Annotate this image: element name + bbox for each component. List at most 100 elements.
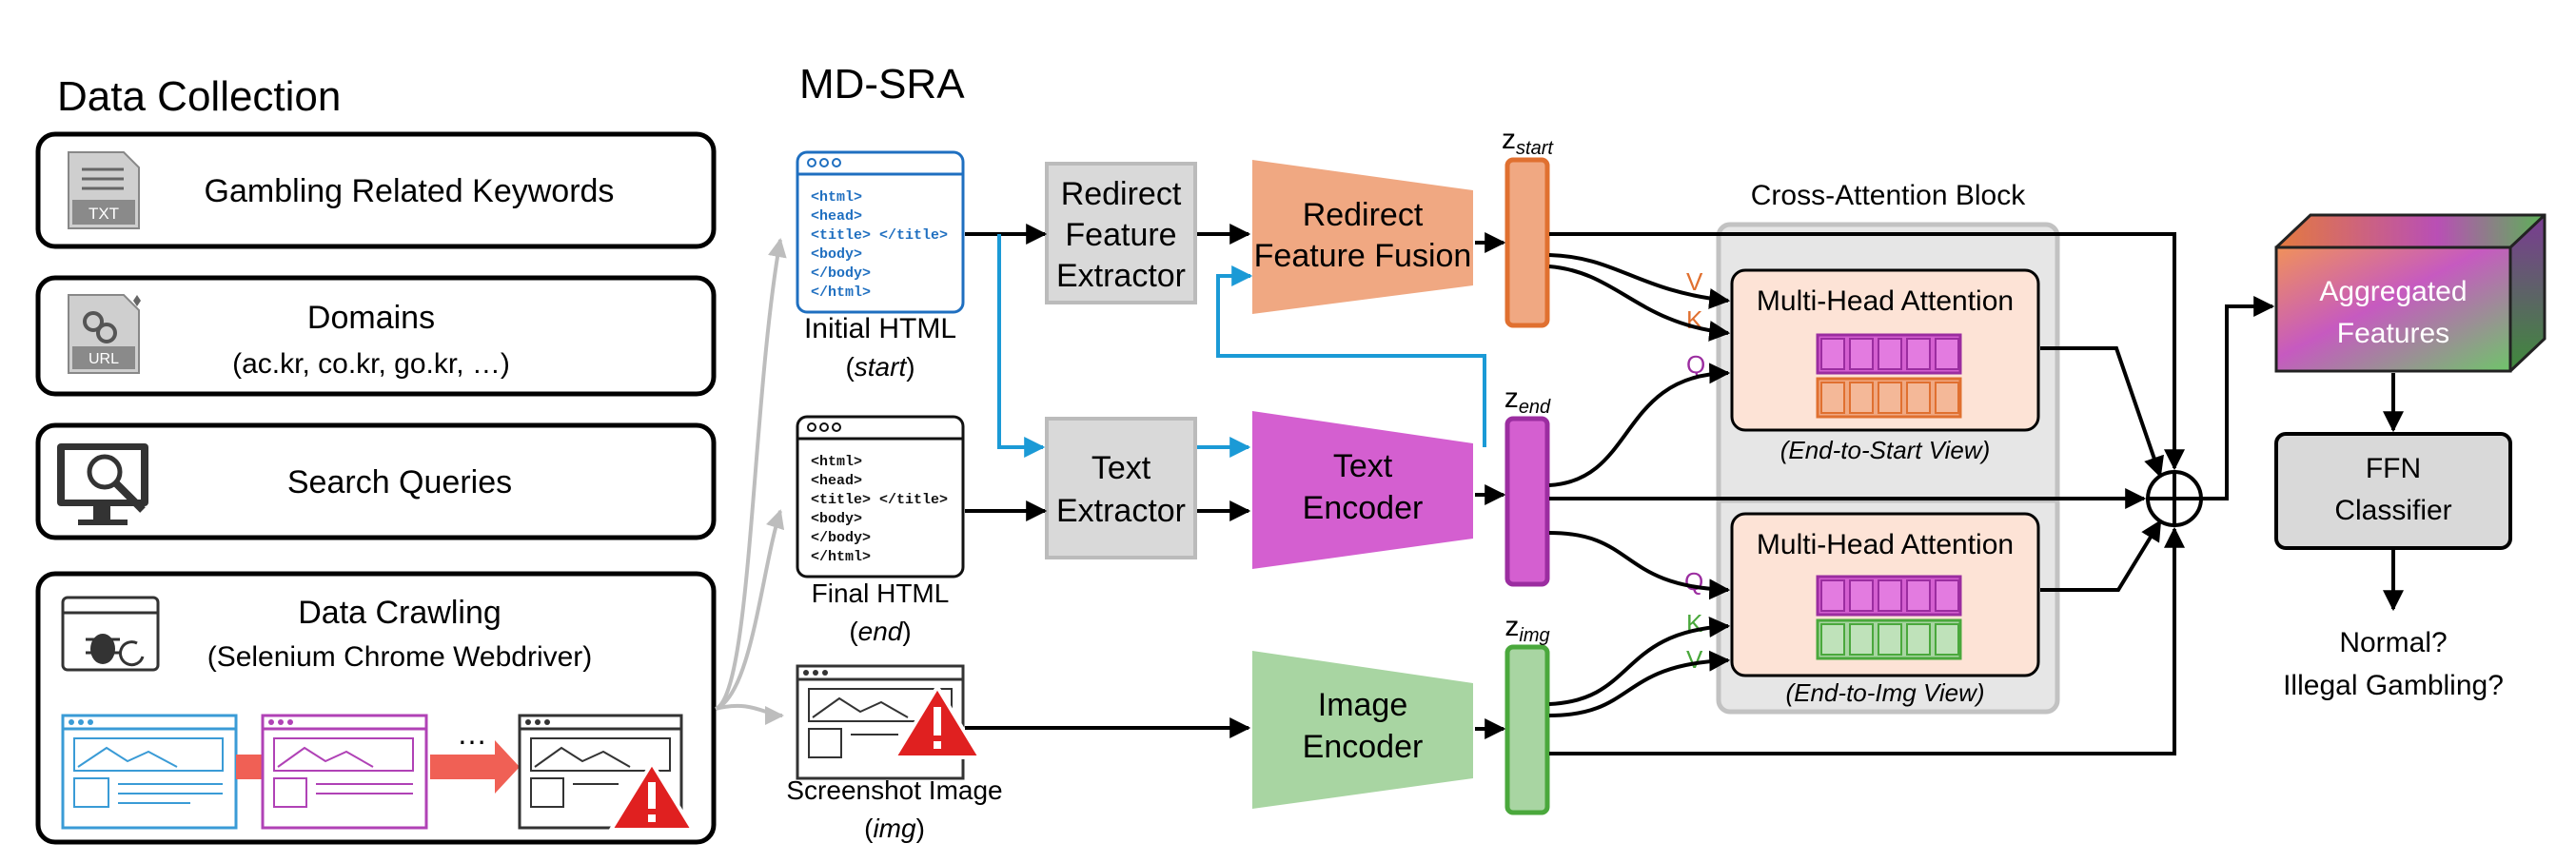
- mha-bottom-label: Multi-Head Attention: [1757, 529, 2014, 560]
- bug-icon: [61, 596, 160, 672]
- cross-attention-block: Cross-Attention Block Multi-Head Attenti…: [1684, 180, 2060, 715]
- qkv-top-v: V: [1686, 267, 1703, 296]
- warning-icon-crawl: [609, 761, 695, 832]
- initial-html-code-1: <head>: [811, 208, 862, 225]
- aggregated-line-1: Features: [2337, 318, 2449, 349]
- domains-box: URL Domains (ac.kr, co.kr, go.kr, …): [35, 275, 717, 397]
- domains-examples: (ac.kr, co.kr, go.kr, …): [232, 348, 510, 380]
- crawling-sublabel: (Selenium Chrome Webdriver): [207, 641, 593, 673]
- text-extractor-line-1: Extractor: [1056, 493, 1186, 529]
- keywords-label: Gambling Related Keywords: [205, 173, 615, 209]
- ffn-classifier: FFN Classifier: [2274, 432, 2512, 550]
- z-start-vector: zstart: [1502, 124, 1554, 328]
- domains-label: Domains: [307, 300, 435, 336]
- url-icon-label: URL: [88, 351, 119, 367]
- z-start-sub: start: [1516, 138, 1554, 159]
- text-encoder-line-1: Encoder: [1303, 490, 1424, 526]
- final-html-code-2: <title> </title>: [811, 492, 948, 508]
- mha-top-label: Multi-Head Attention: [1757, 285, 2014, 317]
- screenshot-tag: img: [873, 814, 916, 843]
- crawl-ellipsis: …: [457, 716, 487, 751]
- mha-bottom: Multi-Head Attention: [1730, 512, 2040, 677]
- image-encoder-line-1: Encoder: [1303, 729, 1424, 765]
- z-end-base: z: [1504, 382, 1519, 414]
- md-sra-title: MD-SRA: [799, 61, 965, 108]
- aggregated-line-0: Aggregated: [2319, 276, 2467, 307]
- initial-html-code-2: <title> </title>: [811, 227, 948, 244]
- initial-html-label: Initial HTML: [804, 313, 956, 344]
- qkv-bottom-v: V: [1686, 645, 1703, 674]
- output-line-0: Normal?: [2339, 627, 2447, 658]
- mha-top-tokens-end: [1816, 333, 1962, 375]
- qkv-bottom-q: Q: [1684, 567, 1703, 596]
- keywords-box: TXT Gambling Related Keywords: [35, 131, 717, 249]
- text-extractor: Text Extractor: [1045, 417, 1197, 559]
- aggregated-features: Aggregated Features: [2274, 213, 2547, 373]
- qkv-top-q: Q: [1686, 350, 1705, 379]
- crawl-to-inputs-arrows: [714, 238, 787, 725]
- z-end-label: zend: [1504, 382, 1551, 418]
- initial-html-code-0: <html>: [811, 189, 862, 206]
- txt-icon-label: TXT: [88, 205, 119, 223]
- final-html-tag-line: (end): [849, 617, 911, 646]
- final-html-code-3: <body>: [811, 511, 862, 527]
- mha-bottom-view: (End-to-Img View): [1785, 678, 1984, 707]
- redirect-feature-fusion: Redirect Feature Fusion: [1252, 160, 1473, 314]
- screenshot-card: Screenshot Image (img): [786, 664, 1003, 843]
- mha-bottom-tokens-img: [1816, 618, 1962, 660]
- search-monitor-icon: [57, 443, 148, 525]
- ffn-line-1: Classifier: [2334, 495, 2451, 526]
- z-img-base: z: [1504, 611, 1519, 642]
- mha-bottom-tokens-end: [1816, 575, 1962, 617]
- browser-window-blue: [61, 714, 238, 830]
- redirect-fusion-line-0: Redirect: [1303, 197, 1424, 233]
- z-start-label: zstart: [1502, 124, 1554, 159]
- screenshot-label: Screenshot Image: [786, 775, 1002, 805]
- z-end-sub: end: [1519, 397, 1551, 418]
- screenshot-tag-line: (img): [864, 814, 925, 843]
- blue-flow-arrows: [997, 234, 1486, 458]
- initial-html-code-4: </body>: [811, 265, 871, 282]
- warning-icon-screenshot: [893, 685, 982, 759]
- text-extractor-line-0: Text: [1091, 450, 1151, 486]
- final-html-tag: end: [858, 617, 904, 646]
- final-html-code-4: </body>: [811, 530, 871, 546]
- flow-arrows: [965, 224, 2404, 755]
- crawling-box: Data Crawling (Selenium Chrome Webdriver…: [35, 571, 717, 845]
- z-img-sub: img: [1519, 625, 1549, 646]
- txt-file-icon: TXT: [68, 151, 140, 229]
- z-start-base: z: [1502, 124, 1516, 155]
- final-html-label: Final HTML: [812, 579, 950, 608]
- image-encoder: Image Encoder: [1252, 651, 1473, 809]
- initial-html-tag-line: (start): [845, 352, 914, 382]
- text-encoder: Text Encoder: [1252, 411, 1473, 569]
- final-html-card: <html> <head> <title> </title> <body> </…: [796, 415, 965, 646]
- z-img-vector: zimg: [1504, 611, 1550, 815]
- mha-top-tokens-start: [1816, 377, 1962, 419]
- ffn-line-0: FFN: [2366, 453, 2421, 484]
- final-html-code-0: <html>: [811, 454, 862, 470]
- text-encoder-line-0: Text: [1333, 448, 1393, 484]
- url-file-icon: URL: [68, 294, 141, 374]
- output-line-1: Illegal Gambling?: [2283, 670, 2504, 701]
- sum-node: [2146, 470, 2203, 527]
- search-box: Search Queries: [35, 422, 717, 540]
- crawling-label: Data Crawling: [298, 595, 501, 631]
- browser-window-purple: [261, 714, 428, 830]
- initial-html-code-5: </html>: [811, 284, 871, 301]
- initial-html-tag: start: [855, 352, 908, 382]
- final-html-code-1: <head>: [811, 473, 862, 489]
- z-end-vector: zend: [1504, 382, 1551, 587]
- final-html-code-5: </html>: [811, 549, 871, 565]
- image-encoder-line-0: Image: [1318, 687, 1408, 723]
- redirect-feature-extractor: Redirect Feature Extractor: [1045, 162, 1197, 304]
- mha-top: Multi-Head Attention: [1730, 268, 2040, 432]
- redirect-fusion-line-1: Feature Fusion: [1254, 238, 1472, 274]
- data-collection-title: Data Collection: [57, 73, 341, 120]
- initial-html-code-3: <body>: [811, 246, 862, 263]
- mha-top-view: (End-to-Start View): [1780, 436, 1991, 464]
- cross-attention-title: Cross-Attention Block: [1751, 180, 2026, 211]
- initial-html-card: <html> <head> <title> </title> <body> </…: [796, 150, 965, 382]
- crawl-progress-arrow: [430, 740, 520, 794]
- z-img-label: zimg: [1504, 611, 1549, 646]
